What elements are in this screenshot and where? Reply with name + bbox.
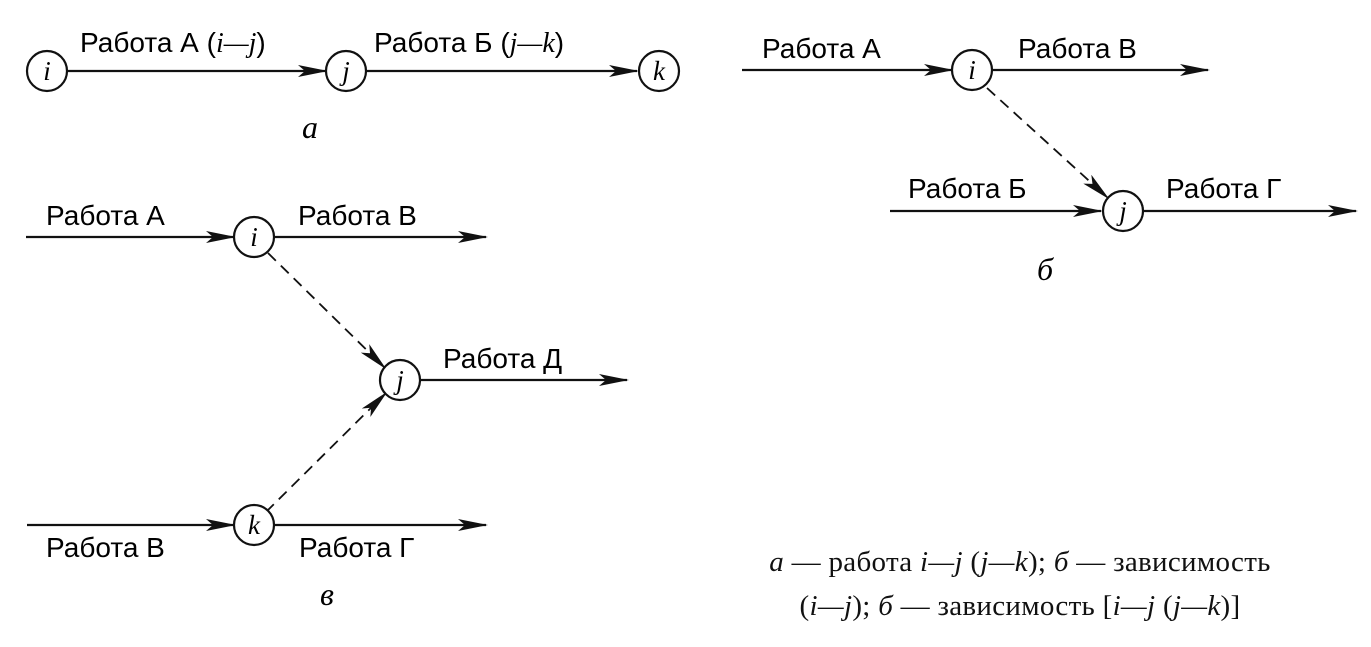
edge-v-in-i-label: Работа А xyxy=(46,200,165,231)
edge-v-out-k-label: Работа Г xyxy=(299,532,414,563)
edge-a-ij-label: Работа А (i—j) xyxy=(80,27,266,59)
caption-line-2: (i—j); б — зависимость [i—j (j—k)] xyxy=(799,590,1241,622)
panel-a: i j k Работа А (i—j) Работа Б (j—k) а xyxy=(25,27,681,145)
node-v-i: i xyxy=(232,215,276,259)
figure-caption: а — работа i—j (j—k); б — зависимость (i… xyxy=(690,540,1350,628)
edge-b-out-j-label: Работа Г xyxy=(1166,173,1281,204)
edge-v-out-j-label: Работа Д xyxy=(443,343,562,374)
node-a-k: k xyxy=(637,49,681,93)
panel-v: i j k Работа А Работа В Работа Д Работа … xyxy=(26,200,629,612)
edge-b-in-j-label: Работа Б xyxy=(908,173,1027,204)
panel-a-label: а xyxy=(302,109,318,145)
node-b-i: i xyxy=(950,48,994,92)
node-a-i-label: i xyxy=(43,56,51,86)
node-v-j: j xyxy=(378,358,422,402)
caption-line-1: а — работа i—j (j—k); б — зависимость xyxy=(769,546,1271,578)
panel-v-label: в xyxy=(320,576,334,612)
edge-b-dependency-ij xyxy=(986,87,1110,200)
edge-v-dependency-kj xyxy=(265,391,388,513)
node-a-j: j xyxy=(324,49,368,93)
edge-v-dependency-ij xyxy=(267,252,387,370)
node-b-j-label: j xyxy=(1116,196,1127,226)
node-v-k: k xyxy=(232,503,276,547)
node-a-k-label: k xyxy=(653,56,666,86)
node-a-i: i xyxy=(25,49,69,93)
edge-v-out-i-label: Работа В xyxy=(298,200,417,231)
node-v-k-label: k xyxy=(248,510,261,540)
edge-b-in-i-label: Работа А xyxy=(762,33,881,64)
panel-b-label: б xyxy=(1037,251,1054,287)
node-v-j-label: j xyxy=(393,365,404,395)
node-b-j: j xyxy=(1101,189,1145,233)
node-b-i-label: i xyxy=(968,55,976,85)
panel-b: i j Работа А Работа В Работа Б Работа Г … xyxy=(742,33,1358,287)
edge-v-in-k-label: Работа В xyxy=(46,532,165,563)
edge-a-jk-label: Работа Б (j—k) xyxy=(374,27,564,59)
node-v-i-label: i xyxy=(250,222,258,252)
edge-b-out-i-label: Работа В xyxy=(1018,33,1137,64)
node-a-j-label: j xyxy=(339,56,350,86)
